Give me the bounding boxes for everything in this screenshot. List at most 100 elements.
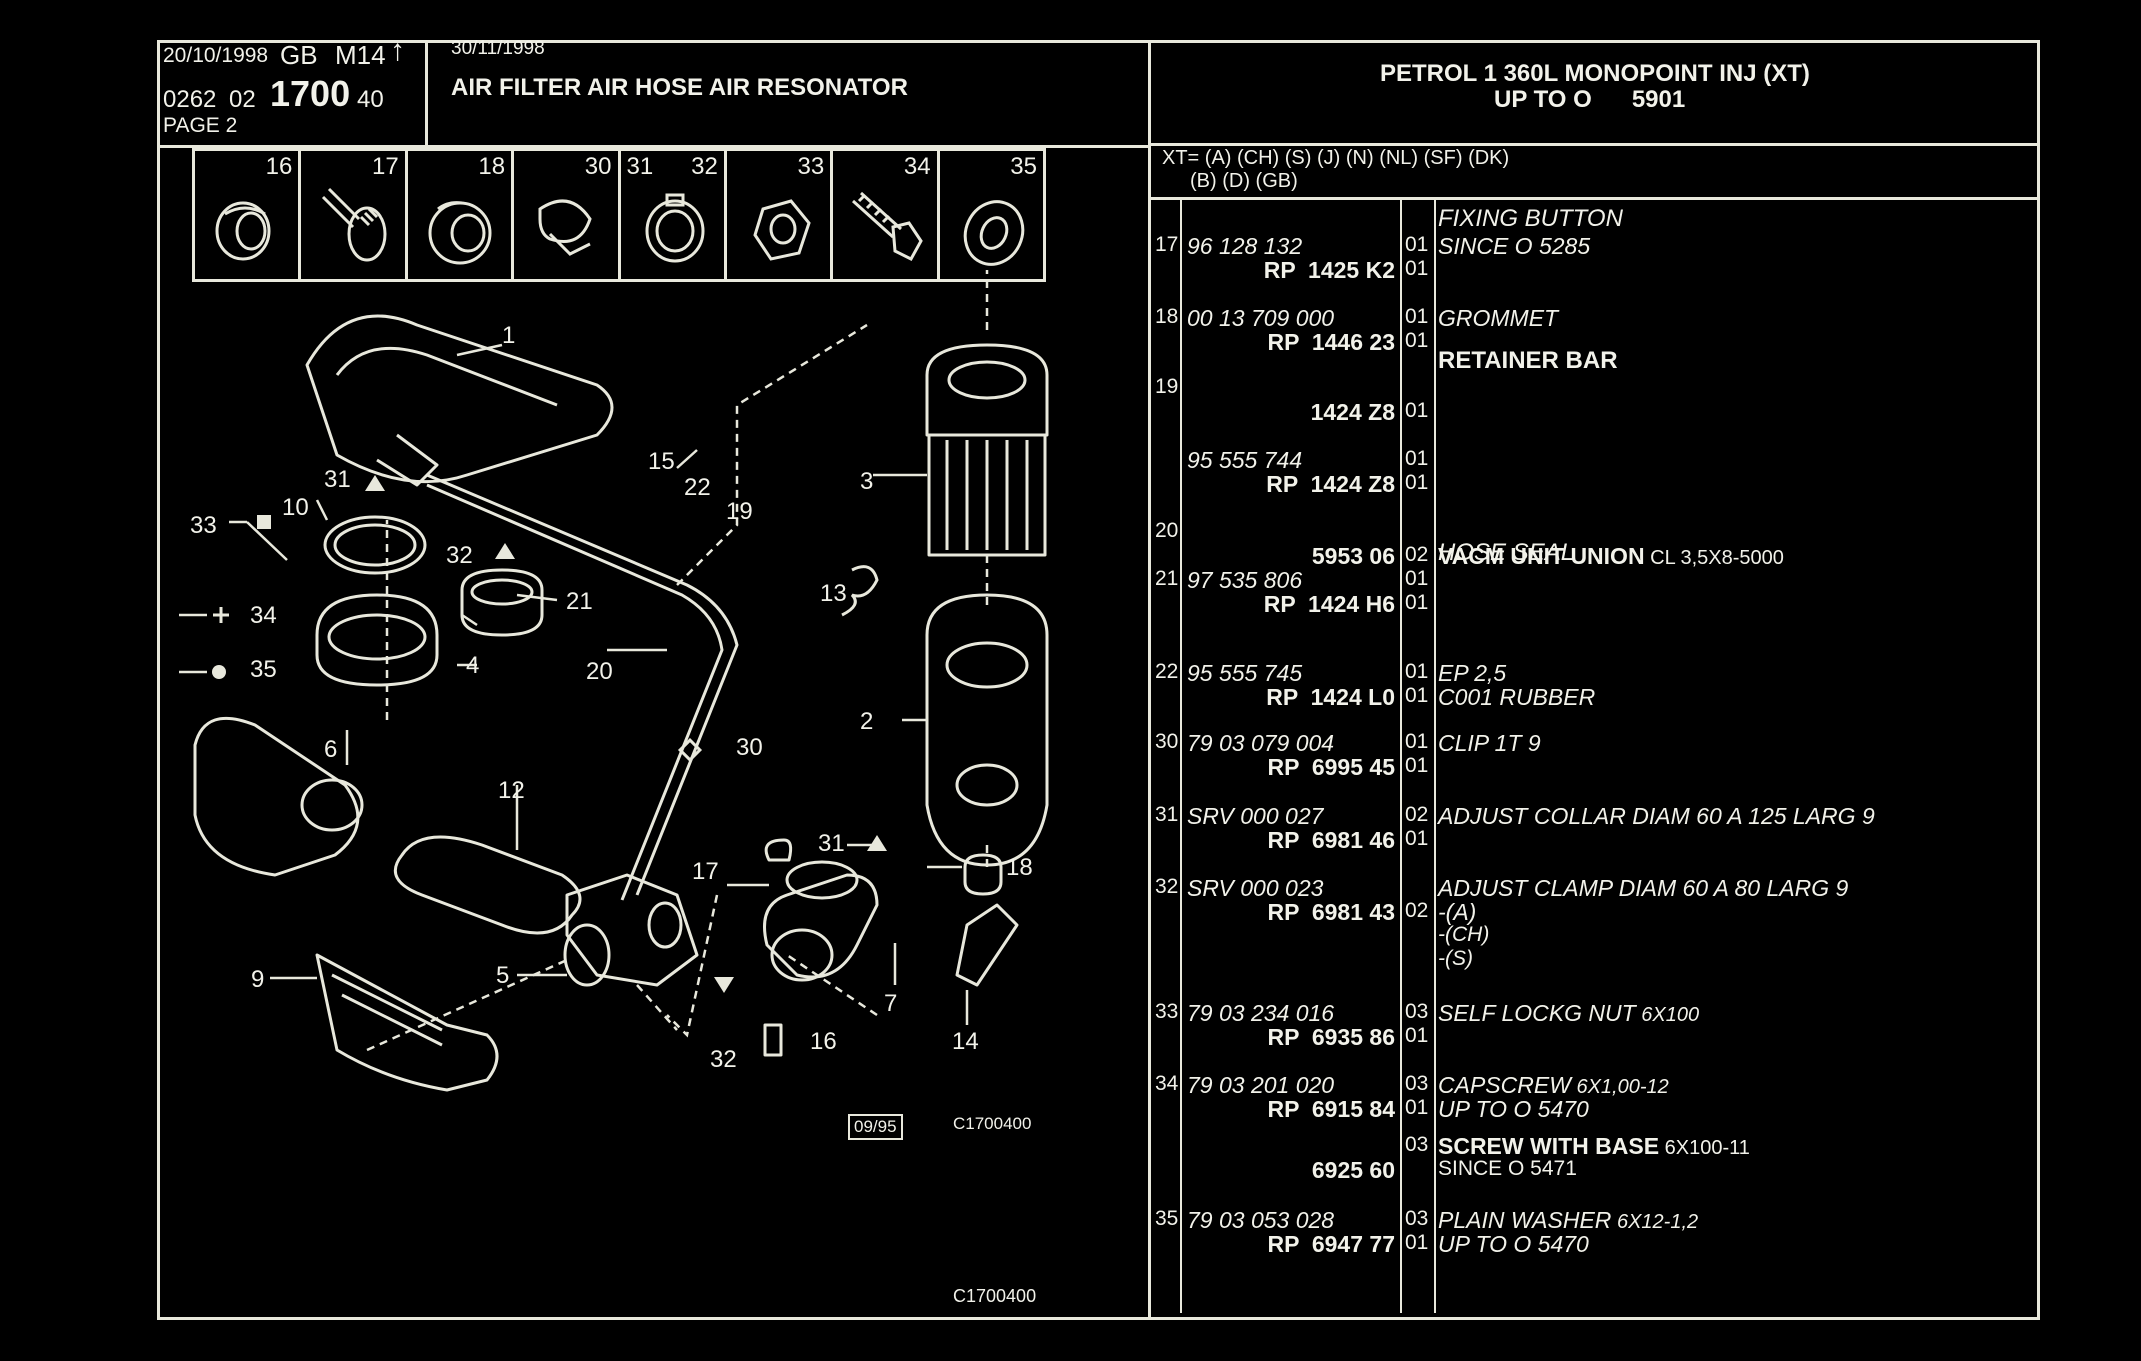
callout-33: 33 [190, 512, 217, 539]
thumb-33[interactable]: 33 [727, 151, 834, 279]
part-number: SRV 000 027 [1187, 803, 1324, 829]
part-desc-1: CLIP 1T 9 [1438, 730, 1541, 756]
callout-4: 4 [466, 652, 480, 679]
triangle-marker-31b [867, 835, 887, 851]
clip-thumb-icon [538, 199, 592, 256]
part-desc-3: -(CH) [1438, 923, 1490, 946]
catalog-frame [157, 40, 2040, 1320]
part-desc-1: CAPSCREW 6X1,00-12 [1438, 1072, 1669, 1098]
intake-9-part [315, 953, 499, 1092]
page-title: AIR FILTER AIR HOSE AIR RESONATOR [451, 74, 908, 101]
part-qty-2: 01 [1405, 1096, 1429, 1119]
engine-line-1: PETROL 1 360L MONOPOINT INJ (XT) [1380, 60, 1810, 87]
part-item-number: 32 [1155, 875, 1179, 898]
triangle-marker-32 [495, 543, 515, 559]
part-number: 79 03 234 016 [1187, 1000, 1335, 1026]
callout-31-bottom: 31 [818, 830, 845, 857]
part-item-number: 17 [1155, 233, 1179, 256]
fixing-button-thumb-icon [322, 187, 387, 262]
part-item-number: 22 [1155, 660, 1179, 683]
xt-codes-2: (B) (D) (GB) [1190, 170, 1298, 192]
part-item-number: 20 [1155, 519, 1179, 542]
part-desc-2: SINCE O 5471 [1438, 1157, 1577, 1180]
part-number: 96 128 132 [1187, 233, 1303, 259]
part-qty-2: 02 [1405, 543, 1429, 566]
up-arrow-icon: ↑ [390, 34, 405, 67]
col-item-divider [1180, 198, 1182, 1313]
callout-34: 34 [250, 602, 277, 629]
part-desc-1: GROMMET [1438, 305, 1559, 331]
part-qty-2: 01 [1405, 399, 1429, 422]
part-desc-1-spec: 6X12-1,2 [1611, 1211, 1699, 1233]
part-rp-number: RP 1425 K2 [1263, 257, 1395, 283]
part-desc-1: ADJUST CLAMP DIAM 60 A 80 LARG 9 [1438, 875, 1849, 901]
part-qty-1: 01 [1405, 567, 1429, 590]
part-desc-2: -(A) [1438, 899, 1477, 925]
callout-1: 1 [502, 322, 516, 349]
callout-17: 17 [692, 858, 719, 885]
callout-13: 13 [820, 580, 847, 607]
part-item-number: 21 [1155, 567, 1179, 590]
part-item-number: 30 [1155, 730, 1179, 753]
part-number: 00 13 709 000 [1187, 305, 1335, 331]
callout-19: 19 [726, 498, 753, 525]
callout-22: 22 [684, 474, 711, 501]
part-qty-1: 01 [1405, 660, 1429, 683]
collar-thumb-icon [645, 193, 704, 263]
part-rp-number: RP 1424 Z8 [1266, 471, 1395, 497]
elbow-7-part [763, 873, 879, 979]
thumb-number: 18 [478, 153, 506, 180]
part-qty-2: 01 [1405, 1231, 1429, 1254]
part-qty-1: 03 [1405, 1000, 1429, 1023]
part-desc-1: ADJUST COLLAR DIAM 60 A 125 LARG 9 [1438, 803, 1875, 829]
callout-16: 16 [810, 1028, 837, 1055]
part-item-number: 35 [1155, 1207, 1179, 1230]
part-desc-2-spec: CL 3,5X8-5000 [1644, 547, 1784, 569]
seal-10-part [323, 515, 427, 575]
xt-codes-1: XT= (A) (CH) (S) (J) (N) (NL) (SF) (DK) [1162, 147, 1510, 169]
col-qty-divider [1434, 198, 1436, 1313]
part-rp-number: 5953 06 [1311, 543, 1395, 569]
part-desc-4: -(S) [1438, 947, 1473, 970]
thumb-number: 16 [265, 153, 293, 180]
part-desc-2: C001 RUBBER [1438, 684, 1596, 710]
part-number: 95 555 745 [1187, 660, 1303, 686]
hose-20-part [426, 473, 739, 896]
header-code-suffix: 40 [357, 86, 384, 113]
nut-thumb-icon [753, 199, 811, 261]
callout-14: 14 [952, 1028, 979, 1055]
thumb-number: 17 [372, 153, 399, 180]
inlet-duct-part [193, 716, 360, 877]
part-qty-1: 03 [1405, 1133, 1429, 1156]
thumb-17[interactable]: 17 [301, 151, 408, 279]
thumb-number: 31 [627, 153, 654, 181]
hose-12-part [393, 835, 582, 935]
thumb-35[interactable]: 35 [940, 151, 1043, 279]
thumb-30[interactable]: 30 [514, 151, 621, 279]
seal-21-part [460, 568, 544, 637]
part-item-number: 31 [1155, 803, 1179, 826]
header-code-prefix: 0262 [163, 86, 217, 113]
thumb-number-31: 31 [626, 153, 654, 180]
header-lang: GB [280, 40, 318, 70]
thumb-number: 35 [1010, 153, 1037, 180]
thumb-18[interactable]: 18 [408, 151, 515, 279]
callout-10: 10 [282, 494, 309, 521]
engine-line-2: UP TO O 5901 [1494, 86, 1686, 113]
part-number: 79 03 201 020 [1187, 1072, 1335, 1098]
divider-header-left [425, 40, 428, 145]
part-rp-number: RP 6981 43 [1267, 899, 1395, 925]
callout-12: 12 [498, 777, 525, 804]
part-rp-number: 6925 60 [1311, 1157, 1395, 1183]
thumb-34[interactable]: 34 [833, 151, 940, 279]
grommet-thumb-icon [215, 201, 271, 261]
throttle-body-part [565, 873, 699, 987]
part-qty-1: 01 [1405, 730, 1429, 753]
thumb-16[interactable]: 16 [195, 151, 302, 279]
thumb-31-32[interactable]: 31 32 [621, 151, 727, 279]
callout-7: 7 [884, 990, 898, 1017]
part-rp-number: RP 1424 H6 [1263, 591, 1395, 617]
grommet-18-part [963, 853, 1003, 896]
callout-35: 35 [250, 656, 277, 683]
revision-stamp: 09/95 [848, 1114, 903, 1140]
